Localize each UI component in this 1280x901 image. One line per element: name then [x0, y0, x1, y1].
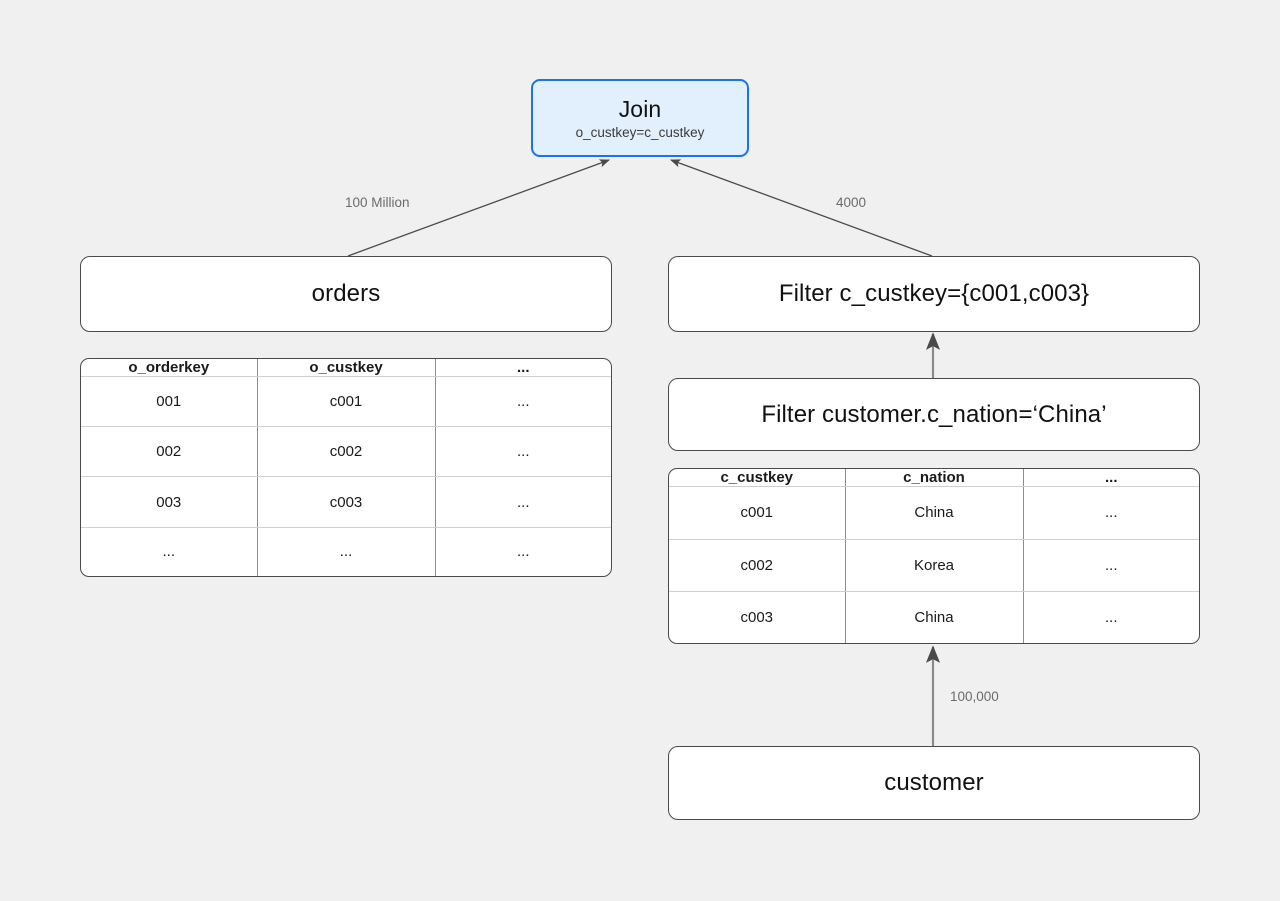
edge-filter-to-join — [670, 159, 933, 257]
customer-table-grid: c_custkey c_nation ... c001 China ... c0… — [669, 469, 1199, 643]
table-cell: c001 — [257, 376, 436, 428]
column-header: c_nation — [845, 469, 1024, 487]
table-cell: 002 — [81, 426, 258, 478]
edge-label-filter-to-join: 4000 — [836, 195, 867, 210]
column-header: o_custkey — [257, 359, 436, 377]
table-cell: 001 — [81, 376, 258, 428]
table-header-row: c_custkey c_nation ... — [669, 469, 1199, 487]
table-cell: 003 — [81, 476, 258, 528]
orders-data-table: o_orderkey o_custkey ... 001 c001 ... 00… — [80, 358, 612, 577]
table-cell: ... — [435, 476, 611, 528]
table-cell: ... — [1023, 539, 1199, 593]
table-cell: ... — [516, 543, 530, 561]
column-header: c_custkey — [669, 469, 846, 487]
table-cell: c002 — [669, 539, 846, 593]
table-cell: ... — [435, 426, 611, 478]
edge-label-customer-to-table: 100,000 — [950, 689, 999, 704]
table-cell: China — [845, 486, 1024, 540]
column-header: o_orderkey — [81, 359, 258, 377]
table-row: 002 c002 ... — [81, 426, 611, 478]
table-cell: China — [845, 591, 1024, 643]
table-cell: c003 — [669, 591, 846, 643]
node-customer-title: customer — [884, 769, 984, 797]
table-cell: Korea — [845, 539, 1024, 593]
table-cell: ... — [257, 527, 436, 576]
table-cell: ... — [435, 376, 611, 428]
column-header: ... — [1023, 469, 1199, 487]
node-join-subtitle: o_custkey=c_custkey — [575, 124, 705, 140]
table-cell: ... — [1023, 486, 1199, 540]
table-row: c003 China ... — [669, 591, 1199, 643]
node-customer[interactable]: customer — [668, 746, 1200, 820]
table-row: c001 China ... — [669, 486, 1199, 540]
node-filter-nation[interactable]: Filter customer.c_nation=‘China’ — [668, 378, 1200, 451]
table-row: 003 c003 ... — [81, 476, 611, 528]
column-header: ... — [435, 359, 611, 377]
node-filter-nation-title: Filter customer.c_nation=‘China’ — [761, 400, 1107, 428]
table-cell: ... — [81, 527, 258, 576]
customer-data-table: c_custkey c_nation ... c001 China ... c0… — [668, 468, 1200, 644]
orders-table-grid: o_orderkey o_custkey ... 001 c001 ... 00… — [81, 359, 611, 576]
table-cell: c001 — [669, 486, 846, 540]
node-join-title: Join — [618, 96, 662, 123]
table-header-row: o_orderkey o_custkey ... — [81, 359, 611, 377]
node-join[interactable]: Join o_custkey=c_custkey — [531, 79, 749, 157]
node-orders-title: orders — [311, 280, 381, 308]
table-row: 001 c001 ... — [81, 376, 611, 428]
table-cell: c003 — [257, 476, 436, 528]
table-cell: ... — [1104, 609, 1118, 627]
node-filter-custkey-title: Filter c_custkey={c001,c003} — [778, 280, 1090, 308]
edge-label-orders-to-join: 100 Million — [345, 195, 410, 210]
table-cell: c002 — [257, 426, 436, 478]
node-filter-custkey[interactable]: Filter c_custkey={c001,c003} — [668, 256, 1200, 332]
node-orders[interactable]: orders — [80, 256, 612, 332]
table-row: c002 Korea ... — [669, 539, 1199, 593]
table-row: ... ... ... — [81, 527, 611, 576]
